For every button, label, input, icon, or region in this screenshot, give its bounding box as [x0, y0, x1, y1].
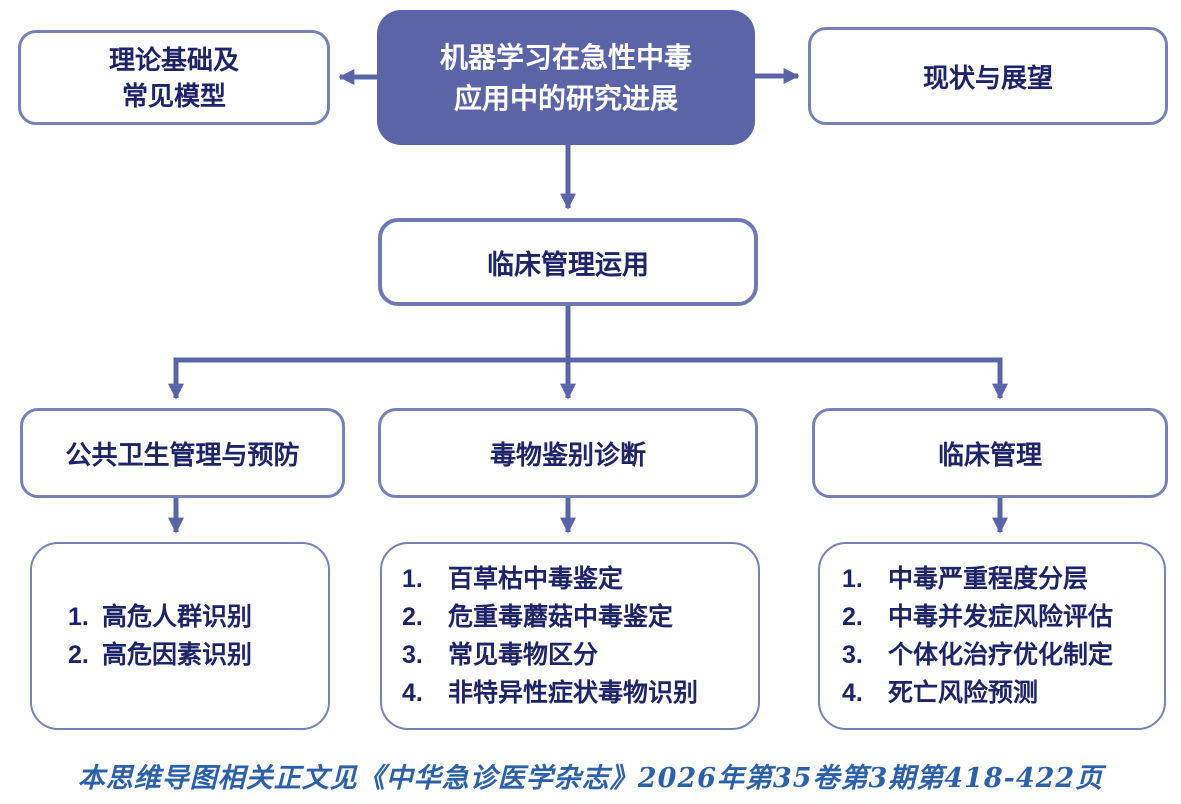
list-item: 3. 个体化治疗优化制定: [842, 636, 1164, 674]
item-number: 1.: [68, 603, 89, 631]
item-text: 死亡风险预测: [888, 679, 1039, 707]
item-text: 中毒严重程度分层: [888, 565, 1089, 593]
detail-box-clinical-management: 1. 中毒严重程度分层 2. 中毒并发症风险评估 3. 个体化治疗优化制定 4.…: [818, 542, 1166, 730]
item-number: 4.: [402, 679, 423, 707]
node-public-health: 公共卫生管理与预防: [20, 408, 345, 498]
source-caption: 本思维导图相关正文见《中华急诊医学杂志》2026年第35卷第3期第418-422…: [77, 763, 1104, 794]
list-item: 2. 危重毒蘑菇中毒鉴定: [402, 598, 758, 636]
node-public-health-label: 公共卫生管理与预防: [65, 439, 300, 470]
list-item: 1. 百草枯中毒鉴定: [402, 560, 758, 598]
item-number: 2.: [402, 603, 423, 631]
item-text: 非特异性症状毒物识别: [448, 679, 699, 707]
node-clinical-application: 临床管理运用: [378, 218, 758, 306]
list-item: 2. 高危因素识别: [68, 636, 328, 674]
detail-box-public-health: 1. 高危人群识别 2. 高危因素识别: [30, 542, 330, 730]
detail-box-toxin-identification: 1. 百草枯中毒鉴定 2. 危重毒蘑菇中毒鉴定 3. 常见毒物区分 4. 非特异…: [380, 542, 760, 730]
node-theory-label-line2: 常见模型: [121, 80, 226, 111]
node-outlook-label: 现状与展望: [922, 62, 1053, 93]
node-theory-label-line1: 理论基础及: [108, 44, 239, 75]
item-text: 常见毒物区分: [448, 641, 599, 669]
item-text: 高危因素识别: [102, 641, 253, 669]
node-clinical-management-label: 临床管理: [937, 439, 1042, 470]
list-item: 4. 非特异性症状毒物识别: [402, 674, 758, 712]
item-number: 2.: [68, 641, 89, 669]
node-toxin-identification: 毒物鉴别诊断: [378, 408, 758, 498]
node-root-label-line2: 应用中的研究进展: [453, 82, 678, 114]
list-item: 4. 死亡风险预测: [842, 674, 1164, 712]
item-text: 危重毒蘑菇中毒鉴定: [448, 603, 674, 631]
item-number: 1.: [842, 565, 863, 593]
node-clinical-application-label: 临床管理运用: [487, 249, 649, 280]
node-root-title: 机器学习在急性中毒 应用中的研究进展: [377, 10, 755, 145]
list-item: 2. 中毒并发症风险评估: [842, 598, 1164, 636]
item-text: 个体化治疗优化制定: [888, 641, 1114, 669]
node-root-label-line1: 机器学习在急性中毒: [439, 41, 692, 73]
item-text: 百草枯中毒鉴定: [448, 565, 624, 593]
list-item: 1. 高危人群识别: [68, 598, 328, 636]
node-theory-basis: 理论基础及 常见模型: [18, 30, 330, 125]
item-number: 1.: [402, 565, 423, 593]
list-item: 3. 常见毒物区分: [402, 636, 758, 674]
arrow-split-left-right: [168, 357, 1008, 400]
node-toxin-identification-label: 毒物鉴别诊断: [489, 439, 646, 470]
item-text: 高危人群识别: [102, 603, 253, 631]
node-clinical-management: 临床管理: [812, 408, 1168, 498]
item-number: 2.: [842, 603, 863, 631]
list-item: 1. 中毒严重程度分层: [842, 560, 1164, 598]
item-number: 4.: [842, 679, 863, 707]
item-text: 中毒并发症风险评估: [888, 603, 1114, 631]
item-number: 3.: [842, 641, 863, 669]
item-number: 3.: [402, 641, 423, 669]
node-outlook: 现状与展望: [808, 27, 1168, 125]
